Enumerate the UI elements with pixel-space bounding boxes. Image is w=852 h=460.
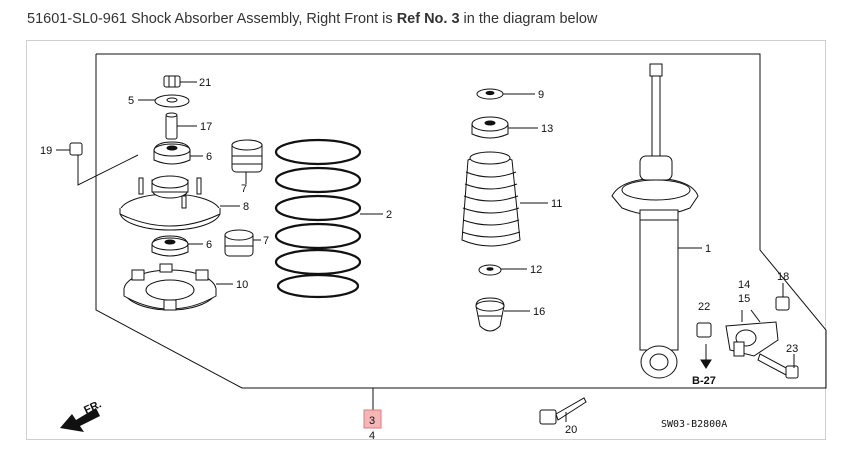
callout-11: 11	[551, 198, 562, 210]
spring-seat-10-icon	[123, 263, 217, 311]
reference-arrow-icon	[700, 344, 712, 369]
mount-base-8-icon	[119, 175, 221, 231]
callout-13: 13	[541, 123, 553, 135]
callout-12: 12	[530, 264, 542, 276]
cushion-6b-icon	[151, 235, 189, 257]
callout-7b: 7	[263, 235, 269, 247]
caption: 51601-SL0-961 Shock Absorber Assembly, R…	[27, 9, 597, 29]
front-label: FR.	[82, 398, 103, 416]
bushing-17-icon	[165, 112, 178, 140]
drawing-code: SW03-B2800A	[661, 419, 727, 430]
ref-highlight-box	[363, 409, 382, 429]
callout-1: 1	[705, 243, 711, 255]
callout-19: 19	[40, 145, 52, 157]
callout-22: 22	[698, 301, 710, 313]
washer-9-icon	[476, 88, 504, 100]
nut-22-icon	[696, 322, 712, 338]
caption-part-text: 51601-SL0-961 Shock Absorber Assembly, R…	[27, 11, 397, 27]
callout-23: 23	[786, 343, 798, 355]
callout-6b: 6	[206, 239, 212, 251]
callout-18: 18	[777, 271, 789, 283]
bolt-23-icon	[757, 353, 799, 379]
callout-7a: 7	[241, 183, 247, 195]
nut-21-icon	[163, 75, 181, 88]
callout-2: 2	[386, 209, 392, 221]
callout-21: 21	[199, 77, 211, 89]
stop-12-icon	[478, 264, 502, 276]
caption-suffix: in the diagram below	[459, 11, 598, 27]
callout-6a: 6	[206, 151, 212, 163]
callout-8: 8	[243, 201, 249, 213]
nut-19-icon	[69, 142, 83, 156]
bumper-7a-icon	[231, 139, 263, 173]
washer-5-icon	[154, 94, 190, 108]
callout-17: 17	[200, 121, 212, 133]
callout-4: 4	[369, 430, 375, 442]
caption-ref: Ref No. 3	[396, 11, 460, 27]
nut-18-icon	[775, 296, 790, 311]
callout-9: 9	[538, 89, 544, 101]
assembly-outline	[95, 53, 827, 389]
clamp-14-icon	[725, 321, 779, 357]
bolt-20-icon	[539, 397, 587, 425]
reference-b27: B-27	[692, 375, 716, 387]
cushion-13-icon	[471, 116, 509, 139]
callout-14: 14	[738, 279, 750, 291]
callout-16: 16	[533, 306, 545, 318]
callout-10: 10	[236, 279, 248, 291]
shock-absorber-1-icon	[611, 63, 699, 379]
bumper-7b-icon	[224, 229, 254, 257]
callout-5: 5	[128, 95, 134, 107]
callout-15: 15	[738, 293, 750, 305]
callout-20: 20	[565, 424, 577, 436]
cushion-6a-icon	[153, 141, 191, 165]
bump-stop-16-icon	[475, 297, 505, 332]
dust-boot-11-icon	[461, 151, 521, 247]
callout-3: 3	[369, 415, 375, 427]
coil-spring-2-icon	[274, 138, 362, 299]
front-arrow-icon	[60, 408, 100, 432]
